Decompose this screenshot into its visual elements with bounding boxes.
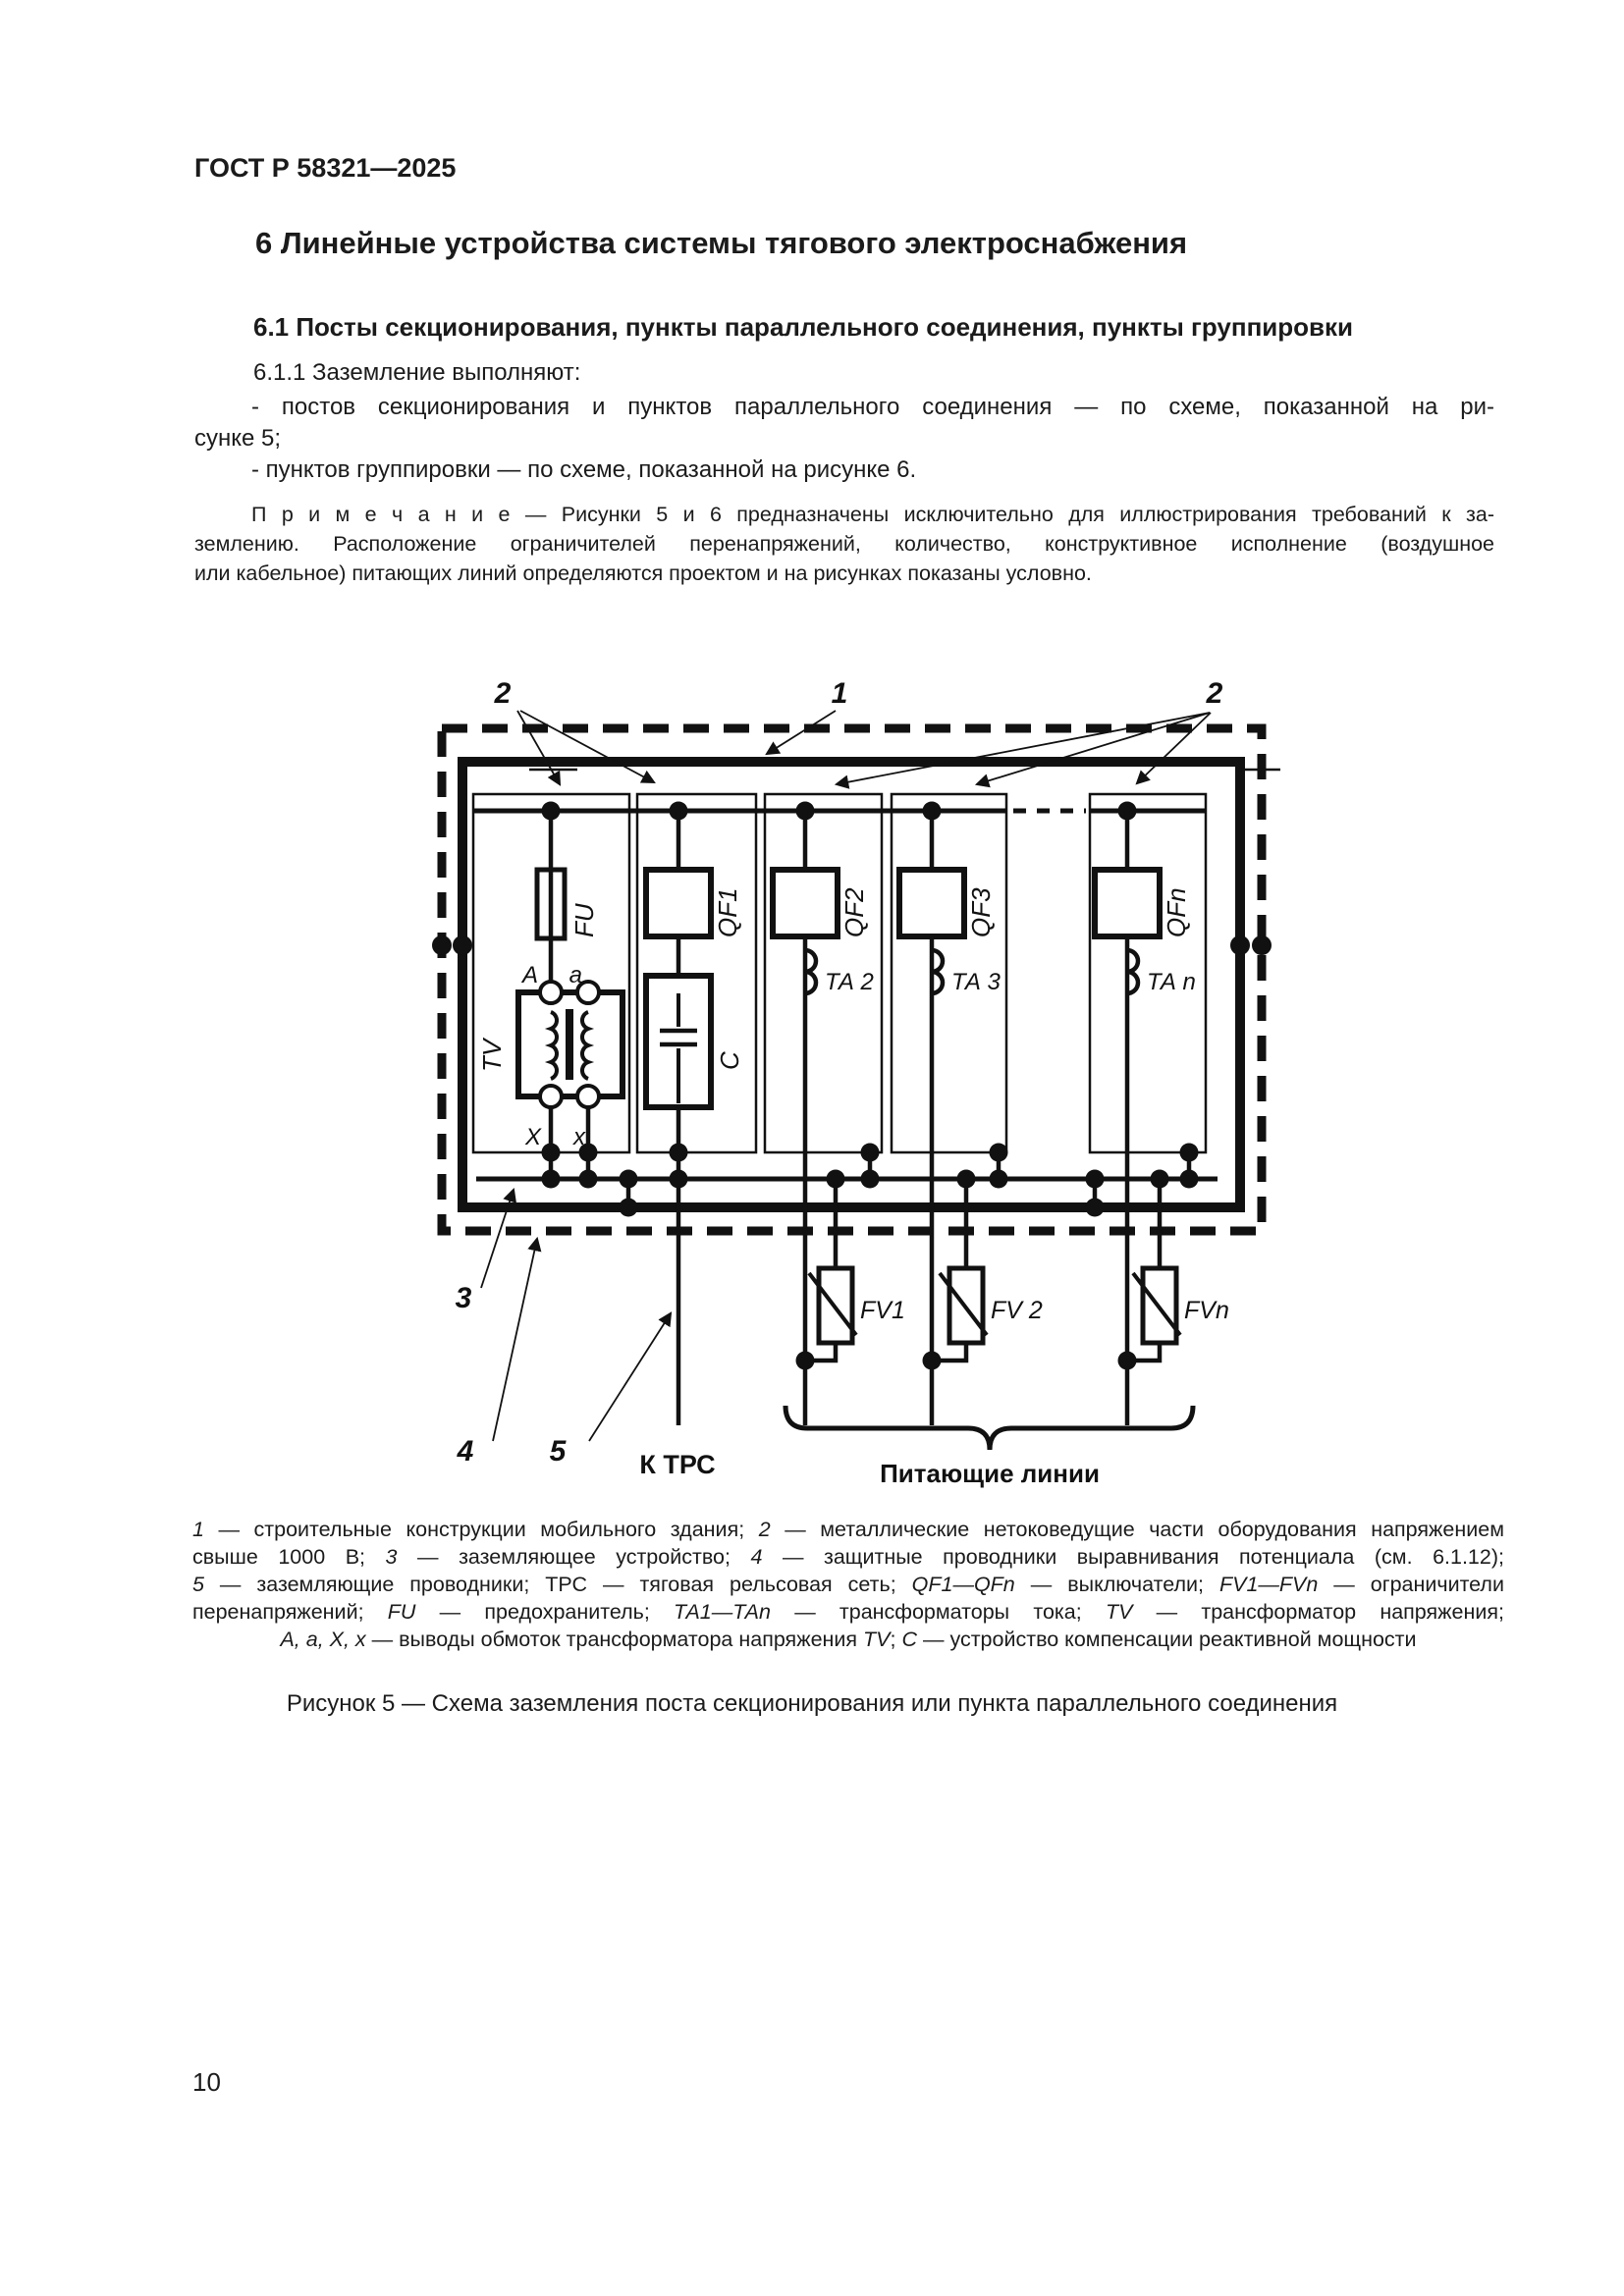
fvn-label: FVn bbox=[1184, 1297, 1229, 1324]
bullet-1-line-2: сунке 5; bbox=[194, 425, 282, 452]
ta2-label: ТА 2 bbox=[825, 969, 874, 995]
tv-secondary-winding bbox=[580, 1010, 595, 1081]
ta3-label: ТА 3 bbox=[951, 969, 1001, 995]
cell-qfn bbox=[1088, 792, 1208, 1154]
ground-loop-dashed-rect bbox=[437, 723, 1267, 1236]
callout-1: 1 bbox=[832, 677, 848, 710]
bus-stub-dots bbox=[619, 1169, 1105, 1217]
feeder-1: QF2 ТА 2 FV1 bbox=[770, 811, 905, 1425]
note-line-1: П р и м е ч а н и е — Рисунки 5 и 6 пред… bbox=[251, 503, 1494, 526]
terminal-x bbox=[575, 1084, 601, 1109]
figure-5-schematic: FU A a X x TV QF1 bbox=[432, 677, 1280, 1488]
fv2-label: FV 2 bbox=[991, 1297, 1043, 1324]
bullet-2: - пунктов группировки — по схеме, показа… bbox=[251, 456, 917, 483]
feeder-2: QF3 ТА 3 FV 2 bbox=[896, 811, 1043, 1425]
feeders-label: Питающие линии bbox=[880, 1459, 1100, 1488]
fuse-label: FU bbox=[569, 903, 599, 937]
ct-ta2-symbol bbox=[804, 947, 819, 996]
legend-line-1: 1 — строительные конструкции мобильного … bbox=[192, 1518, 1504, 1541]
fv1-label: FV1 bbox=[860, 1297, 905, 1324]
cell-qf2 bbox=[763, 792, 884, 1154]
callout-3: 3 bbox=[456, 1282, 472, 1314]
legend-line-3: 5 — заземляющие проводники; ТРС — тягова… bbox=[192, 1573, 1504, 1596]
terminal-a-label: a bbox=[569, 962, 582, 988]
ct-tan-symbol bbox=[1126, 947, 1141, 996]
terminal-X bbox=[538, 1084, 564, 1109]
qfn-label: QFn bbox=[1162, 887, 1191, 937]
qf3-label: QF3 bbox=[966, 887, 996, 937]
section-heading: 6 Линейные устройства системы тягового э… bbox=[255, 226, 1188, 260]
to-trs-label: К ТРС bbox=[639, 1450, 715, 1479]
bullet-1-line-1: - постов секционирования и пунктов парал… bbox=[251, 394, 1494, 420]
callout-2-right: 2 bbox=[1206, 677, 1223, 710]
tv-box bbox=[515, 989, 625, 1099]
breaker-qf3-box bbox=[896, 867, 967, 939]
breaker-qf1-box bbox=[643, 867, 714, 939]
legend-line-4: перенапряжений; FU — предохранитель; ТА1… bbox=[192, 1600, 1504, 1624]
subsection-heading: 6.1 Посты секционирования, пункты паралл… bbox=[253, 312, 1353, 342]
compensation-branch: QF1 C bbox=[643, 811, 744, 1425]
capacitor-label: C bbox=[715, 1051, 744, 1070]
terminal-A bbox=[538, 980, 564, 1005]
figure-caption: Рисунок 5 — Схема заземления поста секци… bbox=[286, 1690, 1338, 1717]
cell-qf3 bbox=[890, 792, 1008, 1154]
top-busbar-dots bbox=[541, 801, 1137, 821]
border-connection-dots bbox=[432, 935, 1272, 955]
clause-6-1-1: 6.1.1 Заземление выполняют: bbox=[253, 359, 581, 386]
legend-line-2: свыше 1000 В; 3 — заземляющее устройство… bbox=[192, 1545, 1504, 1569]
arrester-fv2-slash bbox=[938, 1271, 989, 1337]
note-line-3: или кабельное) питающих линий определяют… bbox=[194, 561, 1092, 585]
tv-primary-winding bbox=[544, 1010, 559, 1081]
building-contour-rect bbox=[458, 757, 1245, 1212]
callout-5: 5 bbox=[550, 1435, 568, 1468]
arrester-fv1-slash bbox=[807, 1271, 858, 1337]
capacitor-symbol bbox=[660, 993, 697, 1103]
legend-line-5: А, а, X, x — выводы обмоток трансформато… bbox=[280, 1628, 1417, 1651]
feeders-brace bbox=[783, 1405, 1196, 1451]
page-number: 10 bbox=[192, 2067, 221, 2097]
note-line-2: землению. Расположение ограничителей пер… bbox=[194, 532, 1494, 556]
callout-4: 4 bbox=[457, 1435, 474, 1468]
breaker-qfn-box bbox=[1092, 867, 1163, 939]
cell-qf1-c bbox=[635, 792, 758, 1154]
tv-label: TV bbox=[477, 1037, 507, 1072]
qf1-label: QF1 bbox=[713, 887, 742, 937]
voltage-transformer-branch: FU A a X x TV bbox=[477, 811, 625, 1189]
feeder-n: QFn ТА n FVn bbox=[1092, 811, 1229, 1425]
arrester-fvn-slash bbox=[1131, 1271, 1182, 1337]
breaker-qf2-box bbox=[770, 867, 840, 939]
callout-2-left: 2 bbox=[494, 677, 512, 710]
ct-ta3-symbol bbox=[931, 947, 946, 996]
terminal-x-label: x bbox=[572, 1124, 586, 1150]
qf2-label: QF2 bbox=[839, 887, 869, 937]
callout-leaders bbox=[480, 710, 1280, 1442]
tan-label: ТА n bbox=[1147, 969, 1196, 995]
terminal-X-label: X bbox=[524, 1124, 542, 1150]
terminal-A-label: A bbox=[520, 962, 538, 988]
equipment-cells bbox=[471, 792, 1208, 1154]
standard-reference: ГОСТ Р 58321—2025 bbox=[194, 153, 457, 183]
terminal-a bbox=[575, 980, 601, 1005]
